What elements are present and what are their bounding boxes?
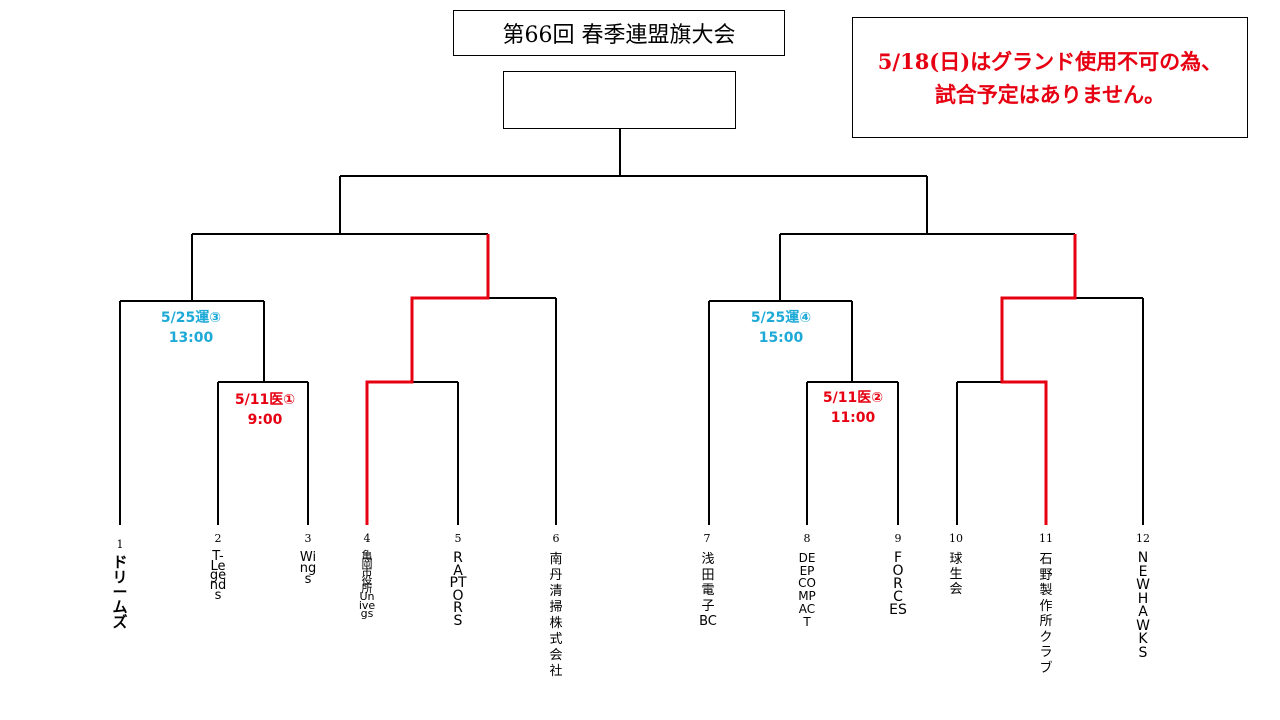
team-name-8: DEEP COMPACT bbox=[798, 551, 816, 629]
team-name-5: RAPTORS bbox=[449, 550, 467, 629]
team-name-2: T-Legends bbox=[209, 549, 227, 603]
team-name-11: 石野製作所クラブ bbox=[1039, 552, 1053, 676]
team-name-7: 浅田電子BC bbox=[699, 552, 717, 629]
match-date: 5/11医① bbox=[234, 392, 296, 408]
team-name-4: 亀岡市役所Univegs bbox=[358, 549, 376, 621]
match-time: 11:00 bbox=[830, 410, 876, 426]
match-date: 5/25運③ bbox=[160, 310, 222, 326]
seed-3: 3 bbox=[304, 532, 312, 545]
seed-12: 12 bbox=[1136, 532, 1150, 545]
team-name-12: NEWHAWKS bbox=[1136, 550, 1150, 661]
team-name-6: 南丹清掃株式会社 bbox=[549, 552, 563, 679]
champion-box bbox=[503, 71, 736, 129]
seed-9: 9 bbox=[894, 532, 902, 545]
seed-8: 8 bbox=[803, 532, 811, 545]
team-name-10: 球生会 bbox=[949, 552, 963, 597]
notice-box: 5/18(日)はグランド使用不可の為、 試合予定はありません。 bbox=[852, 17, 1248, 138]
team-name-3: Wings bbox=[299, 550, 317, 587]
match-time: 13:00 bbox=[168, 330, 214, 346]
match-label-left-first: 5/11医① 9:00 bbox=[210, 390, 320, 430]
match-label-right-first: 5/11医② 11:00 bbox=[798, 388, 908, 428]
notice-line-1: 5/18(日)はグランド使用不可の為、 bbox=[877, 48, 1223, 74]
seed-2: 2 bbox=[214, 532, 222, 545]
winner-path-team-4 bbox=[365, 234, 490, 525]
seed-6: 6 bbox=[552, 532, 560, 545]
match-time: 9:00 bbox=[247, 412, 283, 428]
notice-line-2: 試合予定はありません。 bbox=[934, 81, 1166, 107]
seed-11: 11 bbox=[1039, 532, 1053, 545]
bracket-black-lines bbox=[119, 129, 1144, 525]
seed-1: 1 bbox=[116, 538, 124, 551]
match-label-right-semi: 5/25運④ 15:00 bbox=[726, 308, 836, 348]
winner-path-team-11 bbox=[1000, 234, 1077, 525]
match-label-left-semi: 5/25運③ 13:00 bbox=[136, 308, 246, 348]
seed-4: 4 bbox=[363, 532, 371, 545]
match-time: 15:00 bbox=[758, 330, 804, 346]
team-name-1: ドリームズ bbox=[112, 553, 128, 631]
match-date: 5/11医② bbox=[822, 390, 884, 406]
team-name-9: FORCES bbox=[889, 550, 907, 618]
seed-7: 7 bbox=[703, 532, 711, 545]
match-date: 5/25運④ bbox=[750, 310, 812, 326]
seed-10: 10 bbox=[949, 532, 963, 545]
seed-5: 5 bbox=[454, 532, 462, 545]
tournament-title: 第66回 春季連盟旗大会 bbox=[453, 10, 785, 56]
winner-paths bbox=[365, 234, 1077, 525]
